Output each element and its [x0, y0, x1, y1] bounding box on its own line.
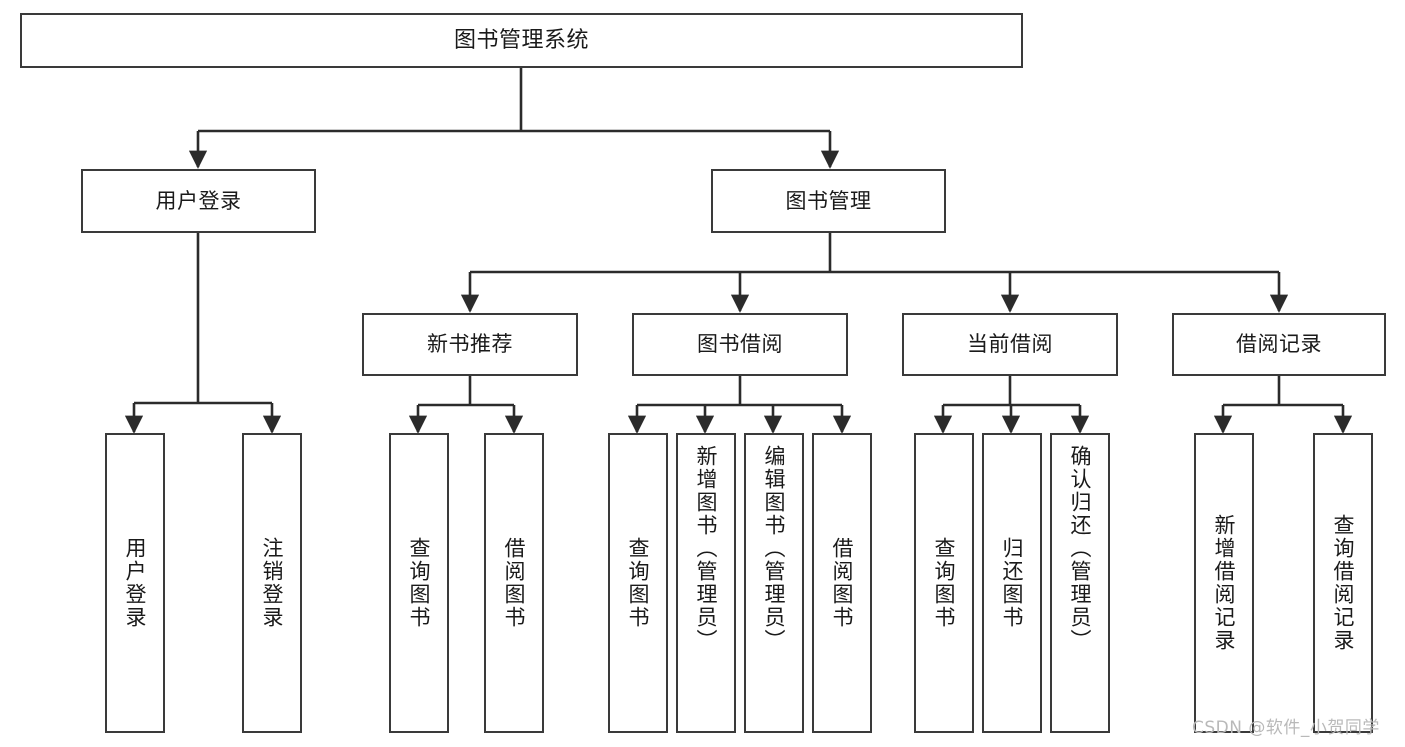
node-label: 新增图书（管理员） — [694, 445, 719, 652]
leaf-return-book[interactable]: 归还图书 — [982, 433, 1042, 733]
node-label: 当前借阅 — [967, 332, 1053, 357]
node-new-book-recommend[interactable]: 新书推荐 — [362, 313, 578, 376]
node-label: 查询图书 — [932, 537, 957, 629]
node-label: 用户登录 — [155, 188, 242, 213]
node-root-system[interactable]: 图书管理系统 — [20, 13, 1023, 68]
leaf-edit-book-admin[interactable]: 编辑图书（管理员） — [744, 433, 804, 733]
leaf-add-borrow-record[interactable]: 新增借阅记录 — [1194, 433, 1254, 733]
node-label: 借阅图书 — [502, 537, 527, 629]
node-label: 图书管理系统 — [453, 27, 589, 53]
leaf-logout[interactable]: 注销登录 — [242, 433, 302, 733]
node-label: 查询借阅记录 — [1331, 514, 1356, 652]
node-label: 查询图书 — [407, 537, 432, 629]
node-label: 借阅记录 — [1236, 332, 1322, 357]
node-label: 借阅图书 — [830, 537, 855, 629]
node-label: 确认归还（管理员） — [1068, 445, 1093, 652]
node-book-borrow[interactable]: 图书借阅 — [632, 313, 848, 376]
leaf-add-book-admin[interactable]: 新增图书（管理员） — [676, 433, 736, 733]
node-current-borrow[interactable]: 当前借阅 — [902, 313, 1118, 376]
node-label: 图书借阅 — [697, 332, 783, 357]
leaf-confirm-return-admin[interactable]: 确认归还（管理员） — [1050, 433, 1110, 733]
node-label: 新增借阅记录 — [1212, 514, 1237, 652]
node-book-management[interactable]: 图书管理 — [711, 169, 946, 233]
leaf-user-login[interactable]: 用户登录 — [105, 433, 165, 733]
node-borrow-record[interactable]: 借阅记录 — [1172, 313, 1386, 376]
node-label: 编辑图书（管理员） — [762, 445, 787, 652]
leaf-query-book-new-book[interactable]: 查询图书 — [389, 433, 449, 733]
node-label: 图书管理 — [785, 188, 872, 213]
leaf-borrow-book-new-book[interactable]: 借阅图书 — [484, 433, 544, 733]
csdn-watermark: CSDN @软件_小贺同学 — [1192, 718, 1380, 738]
leaf-borrow-book-borrow[interactable]: 借阅图书 — [812, 433, 872, 733]
node-label: 注销登录 — [260, 537, 285, 629]
leaf-query-book-current[interactable]: 查询图书 — [914, 433, 974, 733]
leaf-query-book-borrow[interactable]: 查询图书 — [608, 433, 668, 733]
leaf-query-borrow-record[interactable]: 查询借阅记录 — [1313, 433, 1373, 733]
node-label: 新书推荐 — [427, 332, 513, 357]
node-label: 用户登录 — [123, 537, 148, 629]
node-label: 归还图书 — [1000, 537, 1025, 629]
node-label: 查询图书 — [626, 537, 651, 629]
node-user-login[interactable]: 用户登录 — [81, 169, 316, 233]
